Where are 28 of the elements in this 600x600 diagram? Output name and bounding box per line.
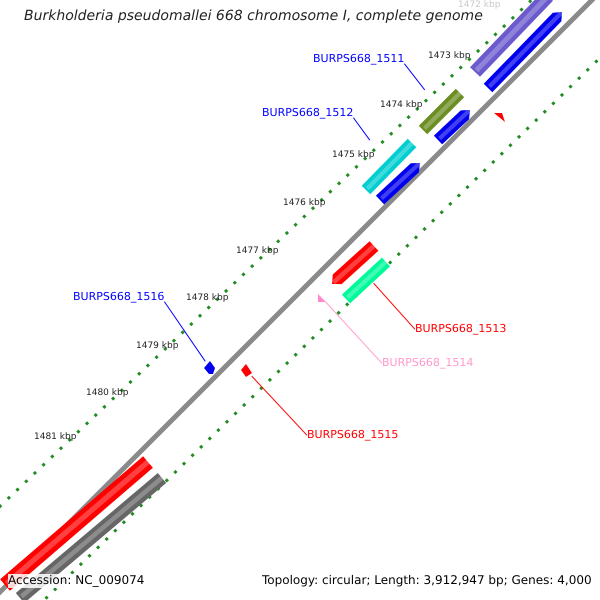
- tick-label: 1475 kbp: [332, 150, 374, 160]
- gene-label: BURPS668_1516: [73, 291, 164, 304]
- tick-label: 1480 kbp: [86, 388, 128, 398]
- gene-label: BURPS668_1515: [307, 429, 398, 442]
- leader-line: [352, 117, 370, 141]
- accession-text: Accession: NC_009074: [8, 574, 144, 588]
- map-title: Burkholderia pseudomallei 668 chromosome I, complete genome: [23, 8, 483, 24]
- gene-label: BURPS668_1513: [415, 323, 506, 336]
- gene-label: BURPS668_1514: [382, 357, 474, 370]
- tick-label: 1473 kbp: [428, 51, 470, 62]
- gene-label: BURPS668_1511: [313, 53, 404, 66]
- tick-label: 1479 kbp: [136, 341, 178, 352]
- gene-bar: [332, 241, 378, 284]
- leader-line: [373, 282, 416, 330]
- tick-label: 1478 kbp: [186, 293, 228, 304]
- tick-label: 1477 kbp: [236, 246, 278, 256]
- gene-marker: [241, 364, 252, 377]
- summary-text: Topology: circular; Length: 3,912,947 bp; Genes: 4,000: [262, 574, 592, 588]
- gene-marker: [318, 294, 326, 302]
- leader-line: [325, 301, 382, 364]
- leader-line: [164, 301, 206, 362]
- tick-label: 1474 kbp: [380, 100, 422, 110]
- leader-line: [404, 63, 426, 90]
- tick-label: 1481 kbp: [34, 432, 76, 442]
- gene-marker: [204, 361, 215, 374]
- gene-label: BURPS668_1512: [262, 107, 354, 120]
- leader-line: [251, 376, 308, 436]
- tick-label: 1476 kbp: [283, 198, 326, 208]
